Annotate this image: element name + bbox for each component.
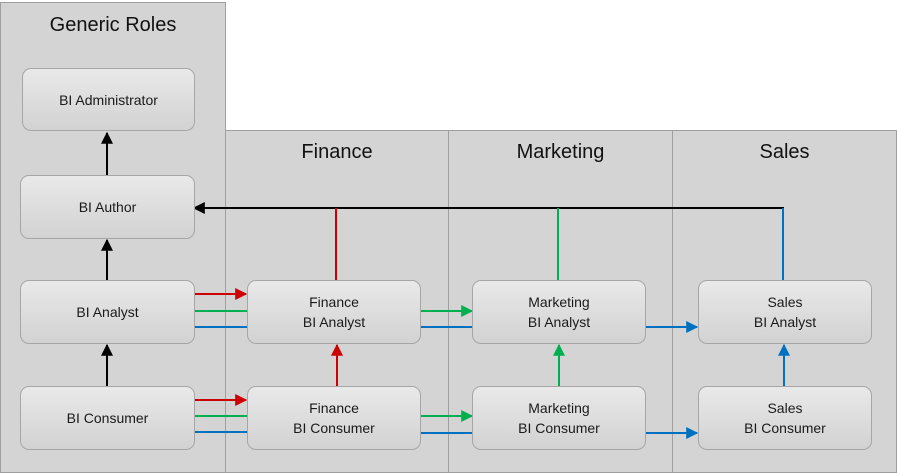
finance-consumer-line1: Finance xyxy=(309,400,359,416)
bi-consumer-label: BI Consumer xyxy=(66,410,149,426)
finance-analyst-node: Finance BI Analyst xyxy=(247,280,421,344)
finance-analyst-line2: BI Analyst xyxy=(302,314,366,330)
sales-consumer-line2: BI Consumer xyxy=(744,420,826,436)
marketing-title: Marketing xyxy=(516,141,605,163)
bi-analyst-node: BI Analyst xyxy=(20,280,195,344)
marketing-consumer-node: Marketing BI Consumer xyxy=(472,386,646,450)
sales-consumer-line1: Sales xyxy=(767,400,803,416)
bi-author-node: BI Author xyxy=(20,175,195,239)
generic-roles-title: Generic Roles xyxy=(49,14,177,36)
bi-administrator-node: BI Administrator xyxy=(22,68,195,131)
finance-consumer-node: Finance BI Consumer xyxy=(247,386,421,450)
bi-author-label: BI Author xyxy=(78,199,137,215)
sales-analyst-line2: BI Analyst xyxy=(753,314,817,330)
finance-consumer-line2: BI Consumer xyxy=(293,420,375,436)
marketing-analyst-node: Marketing BI Analyst xyxy=(472,280,646,344)
bi-consumer-node: BI Consumer xyxy=(20,386,195,450)
arrow-sales-to-author xyxy=(192,202,784,281)
sales-title: Sales xyxy=(759,141,810,163)
marketing-analyst-line2: BI Analyst xyxy=(527,314,591,330)
bi-administrator-label: BI Administrator xyxy=(59,91,158,108)
sales-analyst-node: Sales BI Analyst xyxy=(698,280,872,344)
finance-title: Finance xyxy=(301,141,373,163)
marketing-consumer-line1: Marketing xyxy=(528,400,590,416)
sales-analyst-line1: Sales xyxy=(767,294,803,310)
marketing-consumer-line2: BI Consumer xyxy=(518,420,600,436)
marketing-analyst-line1: Marketing xyxy=(528,294,590,310)
bi-analyst-label: BI Analyst xyxy=(76,304,139,320)
sales-consumer-node: Sales BI Consumer xyxy=(698,386,872,450)
finance-analyst-line1: Finance xyxy=(309,294,359,310)
